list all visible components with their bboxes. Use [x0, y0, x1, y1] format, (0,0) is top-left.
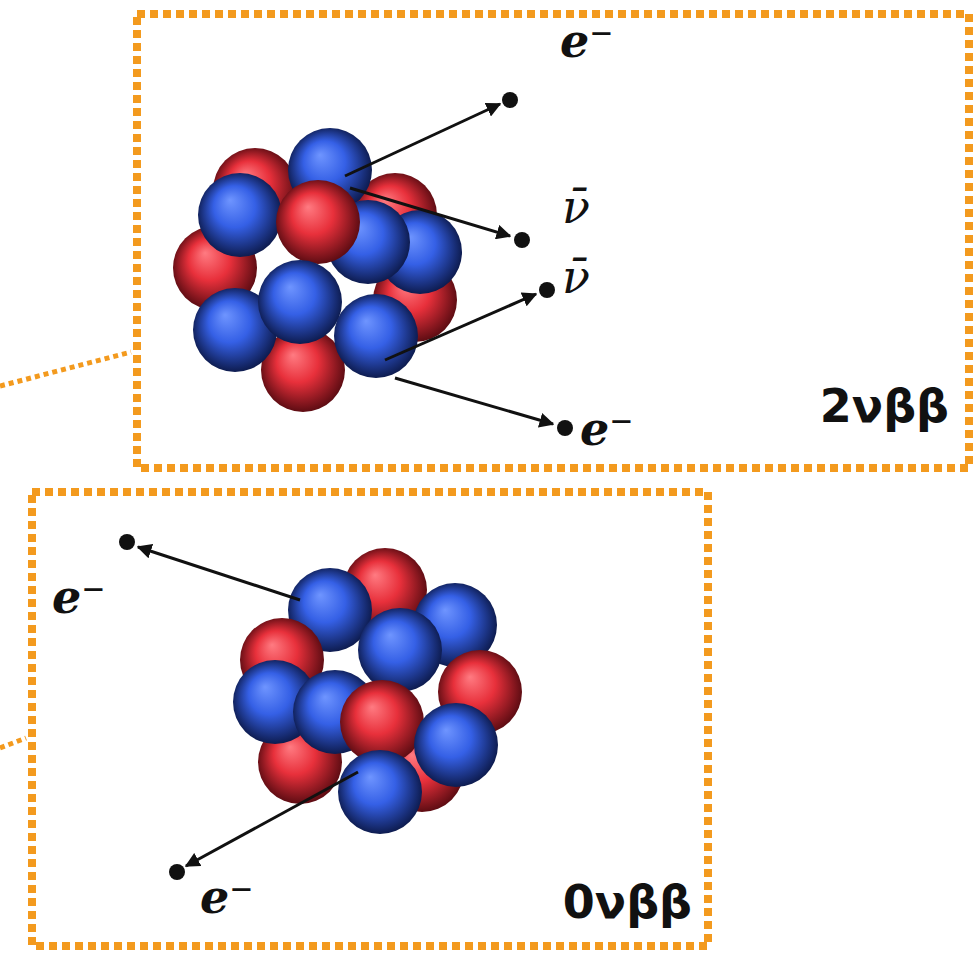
particle-label: ν̄ — [562, 252, 590, 303]
process-label: 2νββ — [820, 381, 949, 432]
particle-dot — [539, 282, 555, 298]
particle-label: e⁻ — [580, 404, 634, 455]
neutron-sphere — [334, 294, 418, 378]
particle-dot — [502, 92, 518, 108]
emission-arrow — [345, 104, 500, 176]
particle-label: e⁻ — [52, 572, 106, 623]
emission-arrow — [138, 547, 300, 600]
particle-label: ν̄ — [562, 182, 590, 233]
dotted-leader — [0, 352, 131, 386]
particle-dot — [119, 534, 135, 550]
particle-label: e⁻ — [200, 872, 254, 923]
nucleus — [173, 128, 462, 412]
particle-dot — [514, 232, 530, 248]
dotted-box: 2νββ — [133, 10, 973, 472]
particle-dot — [169, 864, 185, 880]
neutron-sphere — [414, 703, 498, 787]
emission-arrows — [119, 92, 573, 880]
neutron-sphere — [358, 608, 442, 692]
emission-arrow — [186, 772, 358, 866]
emission-arrow — [350, 188, 510, 236]
particle-dot — [557, 420, 573, 436]
particle-label: e⁻ — [560, 16, 614, 67]
dotted-outline — [32, 492, 708, 946]
proton-sphere — [276, 180, 360, 264]
process-label: 0νββ — [563, 877, 692, 928]
dotted-leader — [0, 738, 26, 748]
neutron-sphere — [338, 750, 422, 834]
neutron-sphere — [198, 173, 282, 257]
dotted-box: 0νββ — [28, 488, 712, 950]
neutron-sphere — [258, 260, 342, 344]
emission-arrow — [395, 378, 553, 424]
emission-arrow — [385, 294, 536, 360]
dotted-outline — [137, 14, 969, 468]
